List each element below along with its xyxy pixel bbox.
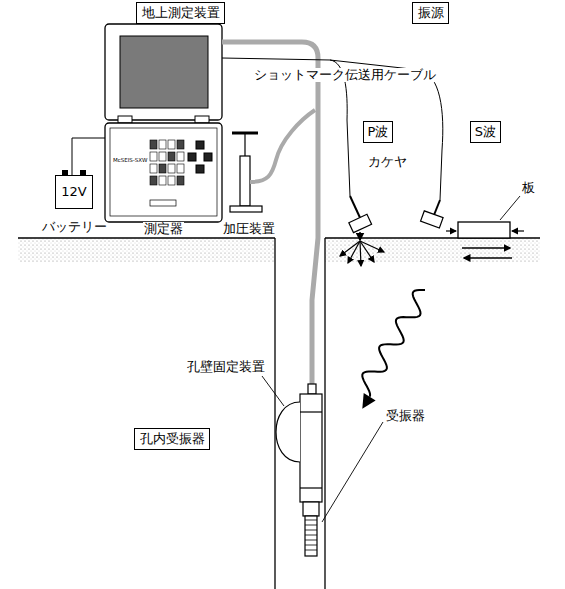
key [177,140,184,149]
nav-key [196,165,204,173]
rib [305,535,317,536]
pump-hose [250,110,315,182]
key [168,140,175,149]
key [150,164,157,173]
borehole-wall [324,238,325,589]
key [159,164,166,173]
node-text: S波 [475,125,496,139]
label-box: 地上測定装置 [136,2,225,24]
leader-line [322,422,383,522]
ground-band [18,238,275,262]
key [159,152,166,161]
key [177,152,184,161]
key [177,164,184,173]
node-caption: バッテリー [42,220,107,234]
part-label: 板 [521,181,536,195]
rib [305,525,317,526]
key [168,152,175,161]
key [177,176,184,185]
part-label: ショットマーク伝送用ケーブル [253,68,437,82]
strike-arrow [512,230,524,231]
part-label: 加圧装置 [222,222,276,236]
part-label: 孔壁固定装置 [186,360,266,374]
impact-arrows [340,241,384,266]
wave-arrowhead [362,393,375,409]
part-label: 受振器 [385,409,426,423]
leader-line [262,376,284,406]
node-text: 孔内受振器 [140,432,205,446]
nav-key [188,153,196,161]
key [159,140,166,149]
key [150,176,157,185]
battery-wire [72,138,105,175]
part-label: 測定器 [143,222,184,236]
rib [305,520,317,521]
battery-box: 12Vバッテリー [55,175,93,209]
instrument [105,24,222,222]
label-box: 孔内受振器 [134,428,210,450]
leader-line [500,196,520,220]
s-hammer [421,200,444,228]
rib [305,550,317,551]
wave-arrow [362,290,425,397]
node-text: 振源 [418,6,444,20]
rib [305,530,317,531]
label-box: P波 [363,121,393,143]
downhole-receiver [276,384,322,556]
key [168,176,175,185]
ground-line [18,237,275,238]
shear-arrow [464,257,512,258]
key [150,140,157,149]
node-text: 地上測定装置 [142,6,220,20]
rib [305,540,317,541]
key [168,164,175,173]
plank [458,222,510,238]
label-box: 振源 [412,2,449,24]
pump [230,133,262,212]
device-model: McSEIS-SXW [112,157,149,163]
key [150,152,157,161]
key [159,176,166,185]
node-text: 12V [61,185,86,199]
receiver-cable [222,42,318,386]
nav-key [204,153,212,161]
part-label: カケヤ [367,155,408,169]
label-box: S波 [470,121,501,143]
ground-band [325,238,540,262]
borehole-wall [274,238,275,589]
nav-key [196,141,204,149]
p-hammer [349,196,372,233]
rib [305,545,317,546]
strike-arrow [446,230,456,231]
shear-arrow [462,247,510,248]
node-text: P波 [368,125,389,139]
